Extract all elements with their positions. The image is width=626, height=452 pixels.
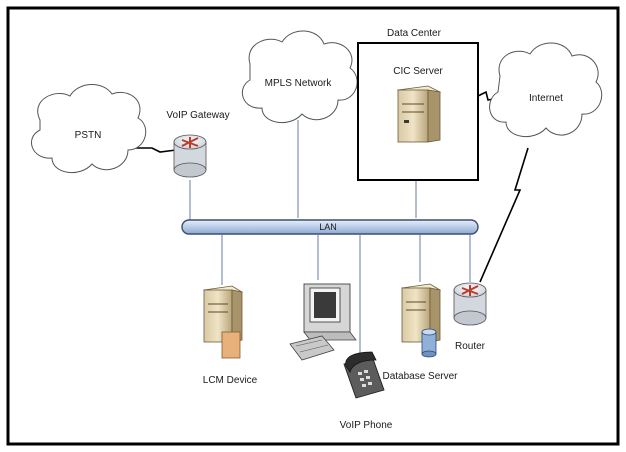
internet-cloud: Internet <box>489 42 603 137</box>
database-server-label: Database Server <box>382 371 458 382</box>
lan-label: LAN <box>319 222 337 232</box>
lan-backbone <box>181 219 479 235</box>
workstation <box>289 283 357 361</box>
voip-gateway: VoIP Gateway <box>166 110 230 178</box>
data-center: Data Center CIC Server <box>357 28 479 181</box>
database-server: Database Server <box>382 283 458 382</box>
mpls-network-label: MPLS Network <box>265 78 333 89</box>
database-icon <box>421 328 437 358</box>
router-label: Router <box>455 341 486 352</box>
router-icon <box>453 282 487 326</box>
server-icon <box>202 285 244 359</box>
lan-bus: LAN <box>181 219 479 235</box>
router: Router <box>453 282 487 352</box>
internet-label: Internet <box>529 93 563 104</box>
lcm-device-label: LCM Device <box>203 375 258 386</box>
internet-router-link <box>479 147 529 283</box>
lcm-device: LCM Device <box>202 285 258 386</box>
voip-phone: VoIP Phone <box>340 351 393 431</box>
server-icon <box>396 85 442 143</box>
router-icon <box>173 134 207 178</box>
cic-server-label: CIC Server <box>393 66 443 77</box>
pstn-gateway-link <box>135 147 177 153</box>
mpls-cloud: MPLS Network <box>241 30 358 123</box>
voip-gateway-label: VoIP Gateway <box>166 110 229 121</box>
cloud-icon <box>241 30 358 123</box>
desktop-computer-icon <box>289 283 357 361</box>
pstn-label: PSTN <box>75 130 102 141</box>
voip-phone-label: VoIP Phone <box>340 420 393 431</box>
cloud-icon <box>30 84 147 173</box>
cloud-icon <box>489 42 603 137</box>
data-center-label: Data Center <box>387 28 442 39</box>
telephone-icon <box>343 351 385 399</box>
server-icon <box>400 283 442 343</box>
pstn-cloud: PSTN <box>30 84 147 173</box>
